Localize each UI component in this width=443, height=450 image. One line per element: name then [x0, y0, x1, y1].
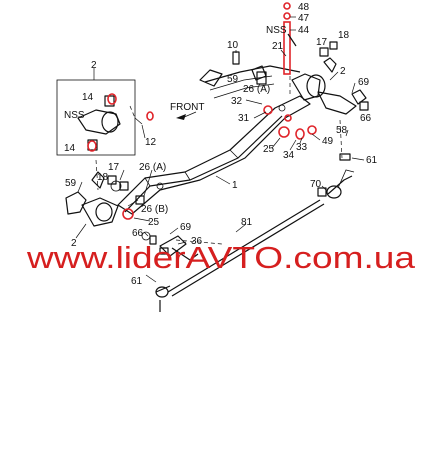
callout-17-top: 17	[316, 37, 328, 48]
front-indicator: FRONT	[170, 102, 204, 120]
callout-49: 49	[322, 136, 334, 147]
left-knuckle	[65, 171, 122, 227]
knuckle-inset	[56, 79, 143, 156]
callout-12: 12	[145, 137, 157, 148]
callout-10: 10	[227, 40, 239, 51]
callout-69-left: 69	[180, 222, 192, 233]
callout-25-top: 25	[263, 144, 275, 155]
callout-66-right: 66	[360, 113, 372, 124]
callout-61-left: 61	[131, 276, 143, 287]
callout-48: 48	[298, 2, 310, 13]
callout-34: 34	[283, 150, 295, 161]
reference-lines	[95, 76, 343, 245]
leader-lines	[75, 16, 365, 283]
callout-nss-inset: NSS	[64, 110, 85, 121]
callout-21: 21	[272, 41, 284, 52]
callout-18-top: 18	[338, 30, 350, 41]
callout-32: 32	[231, 96, 243, 107]
bolts	[107, 33, 369, 255]
callout-44: 44	[298, 25, 310, 36]
callout-26a-left: 26 (A)	[139, 162, 166, 173]
front-label: FRONT	[170, 102, 204, 113]
callout-70: 70	[310, 179, 322, 190]
watermark-text: www.liderAVTO.com.ua	[26, 240, 416, 275]
callout-26a-top: 26 (A)	[243, 84, 270, 95]
tie-rod	[155, 169, 355, 312]
callout-18-left: 18	[97, 172, 109, 183]
callout-69-top: 69	[358, 77, 370, 88]
callout-66-left: 66	[132, 228, 144, 239]
callout-1: 1	[232, 180, 238, 191]
highlighted-hardware	[87, 2, 317, 220]
callout-25-left: 25	[148, 217, 160, 228]
callout-2-top: 2	[340, 66, 346, 77]
callout-17-left: 17	[108, 162, 120, 173]
callout-labels: 48 47 NSS 44 10 21 17 18 2 69 59 26 (A) …	[64, 2, 378, 287]
axle-beam	[117, 95, 311, 215]
callout-36: 36	[191, 236, 203, 247]
callout-31: 31	[238, 113, 250, 124]
callout-14-b: 14	[64, 143, 76, 154]
callout-2-inset: 2	[91, 60, 97, 71]
callout-81: 81	[241, 217, 253, 228]
callout-59-top: 59	[227, 74, 239, 85]
callout-33: 33	[296, 142, 308, 153]
callout-61-right: 61	[366, 155, 378, 166]
callout-47: 47	[298, 13, 310, 24]
callout-14-a: 14	[82, 92, 94, 103]
callout-26b: 26 (B)	[141, 204, 168, 215]
callout-59-left: 59	[65, 178, 77, 189]
callout-nss-top: NSS	[266, 25, 287, 36]
callout-58: 58	[336, 125, 348, 136]
callout-2-left: 2	[71, 238, 77, 249]
